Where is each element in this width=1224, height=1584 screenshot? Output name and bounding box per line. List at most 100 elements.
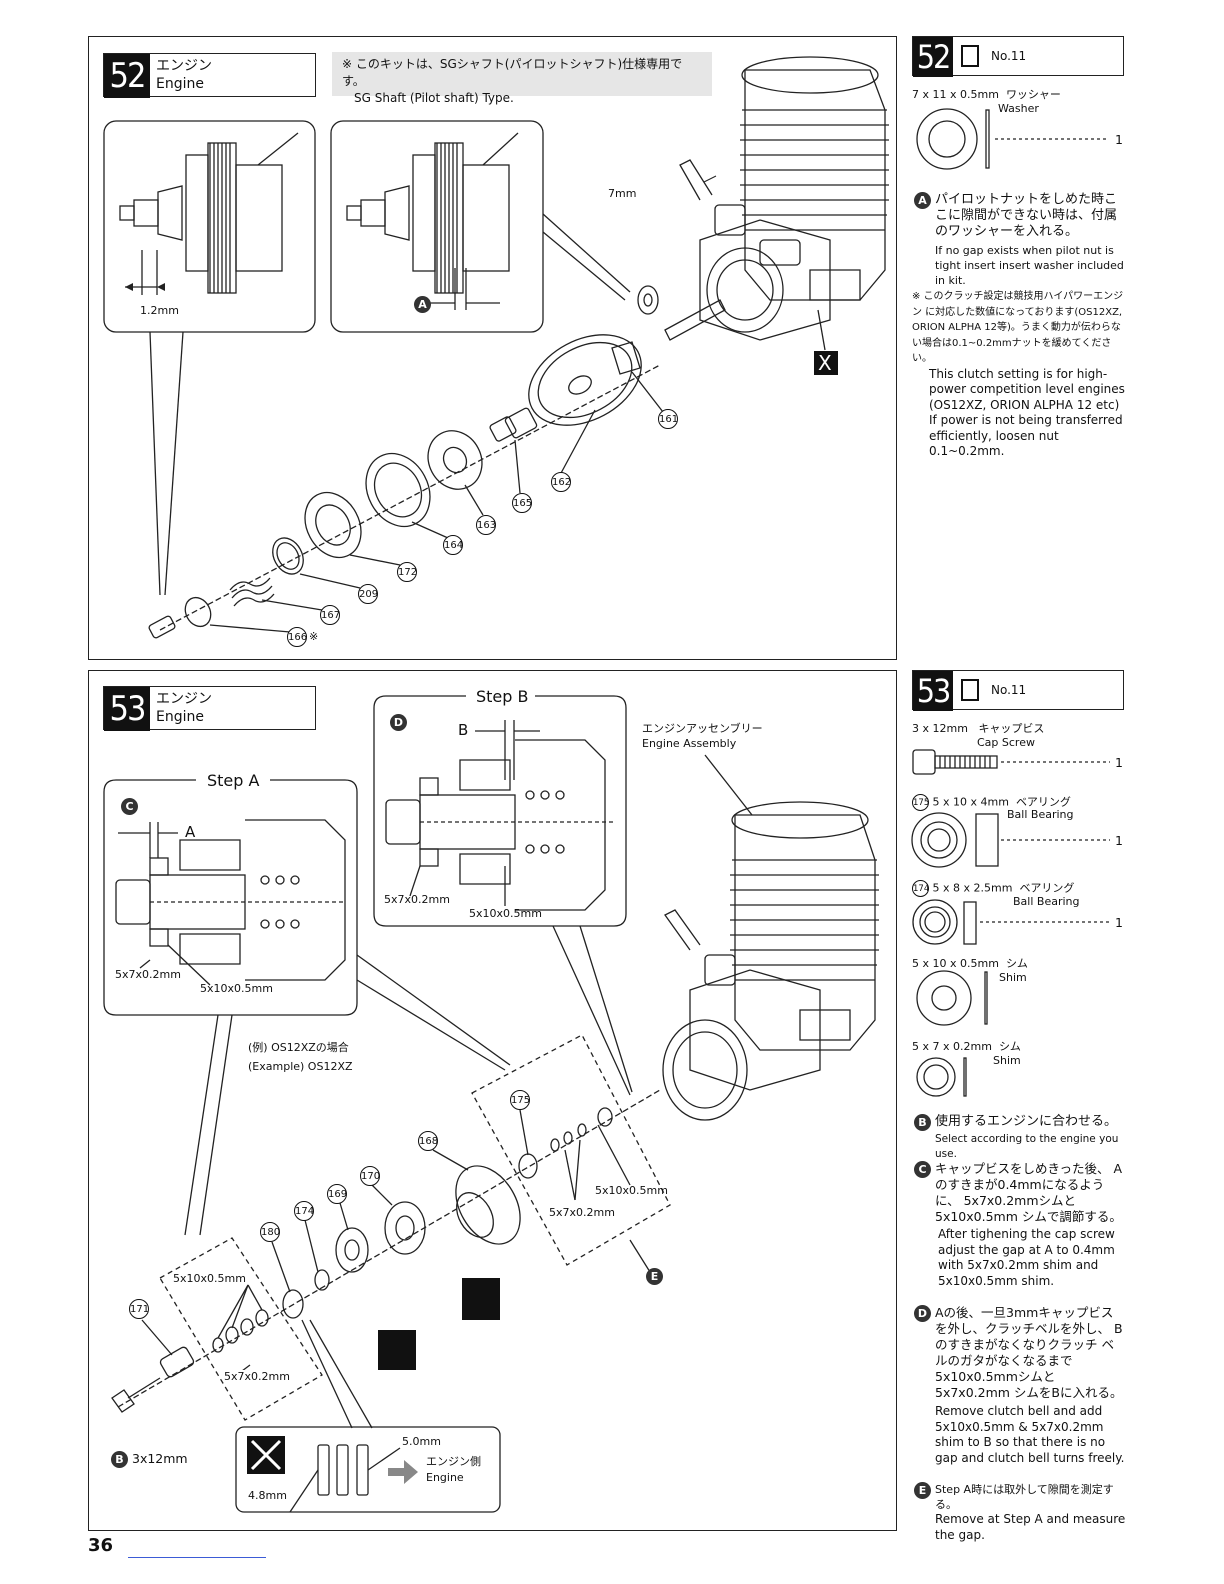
dash-box-shim-5x10-left: 5x10x0.5mm (173, 1272, 246, 1286)
dim-5-0: 5.0mm (402, 1435, 441, 1448)
dash-box-shim-5x7-right: 5x7x0.2mm (549, 1206, 615, 1219)
side53-item-1-jp: ベアリング (1015, 795, 1071, 809)
side53-item-1-size: 175 5 x 10 x 4mm ベアリング (912, 794, 1071, 811)
engine-side-jp: エンジン側 (426, 1455, 481, 1468)
engine-side-en: Engine (426, 1471, 464, 1484)
step-b-title: Step B (472, 688, 533, 706)
side53-note-d-en: Remove clutch bell and add 5x10x0.5mm & … (935, 1404, 1125, 1465)
note-b-icon: B (914, 1114, 931, 1131)
side53-note-e: E Step A時には取外して隙間を測定する。 Remove at Step A… (914, 1482, 1126, 1543)
step52-header: 52 エンジン Engine (103, 53, 316, 98)
note-a-icon: A (914, 192, 931, 209)
dash-box-shim-5x7-left: 5x7x0.2mm (224, 1370, 290, 1384)
side53-number: 53 (913, 671, 953, 711)
side53-note-d: D Aの後、一旦3mmキャップビス を外し、クラッチベルを外し、 Bのすきまがな… (914, 1305, 1126, 1466)
side53-item-0-size: 3 x 12mm キャップビス (912, 722, 1044, 736)
side52-item-jp: ワッシャー (1005, 88, 1061, 101)
side53-part-174: 174 (912, 880, 929, 897)
part-161: 161 (658, 409, 678, 429)
side52-item-size-text: 7 x 11 x 0.5mm (912, 88, 999, 101)
side53-note-b-en: Select according to the engine you use. (935, 1133, 1119, 1160)
part-166-asterisk: ※ (309, 630, 319, 643)
screw-size: 3x12mm (132, 1451, 188, 1466)
side52-note-star-jp: ※ このクラッチ設定は競技用ハイパワーエンジン に対応した数値になっております(… (912, 291, 1124, 364)
step-b-shim-5x10: 5x10x0.5mm (469, 907, 542, 920)
side53-note-d-jp: Aの後、一旦3mmキャップビス を外し、クラッチベルを外し、 Bのすきまがなくな… (935, 1305, 1123, 1400)
side53-item-0-en: Cap Screw (977, 736, 1035, 749)
note-d-icon: D (914, 1305, 931, 1322)
side53-item-0-size-text: 3 x 12mm (912, 722, 968, 735)
step52-panel (88, 36, 897, 660)
page-link-underline[interactable] (128, 1557, 266, 1558)
part-170: 170 (360, 1166, 380, 1186)
bag-icon (961, 679, 979, 701)
side52-bag: No.11 (991, 49, 1027, 63)
part-163: 163 (476, 515, 496, 535)
part-172: 172 (397, 562, 417, 582)
step53-header: 53 エンジン Engine (103, 686, 316, 731)
part-180: 180 (260, 1222, 280, 1242)
step53-title-jp: エンジン (156, 691, 212, 707)
part-174: 174 (294, 1201, 314, 1221)
step52-shaft-note: ※ このキットは、SGシャフト(パイロットシャフト)仕様専用です。 SG Sha… (332, 52, 712, 105)
side53-note-e-jp: Step A時には取外して隙間を測定する。 (935, 1483, 1114, 1511)
side52-note-a: A パイロットナットをしめた時こ こに隙間ができない時は、付属 のワッシャーを入… (914, 192, 1134, 288)
side52-item-size: 7 x 11 x 0.5mm ワッシャー (912, 88, 1061, 102)
step53-gap-a: A (185, 823, 196, 841)
side53-item-3-en: Shim (999, 971, 1027, 984)
marker-e-icon: E (646, 1268, 663, 1285)
side53-bag: No.11 (991, 683, 1027, 697)
side53-item-3-size-text: 5 x 10 x 0.5mm (912, 957, 999, 970)
step52-number: 52 (104, 54, 150, 98)
step53-gap-b: B (458, 721, 469, 739)
side53-note-c-en: After tighening the cap screw adjust the… (938, 1227, 1115, 1288)
side52-note-a-en: If no gap exists when pilot nut is tight… (935, 244, 1124, 287)
example-en: (Example) OS12XZ (248, 1060, 353, 1073)
side53-item-3-size: 5 x 10 x 0.5mm シム (912, 957, 1028, 971)
step53-screw-label: B 3x12mm (111, 1451, 188, 1468)
side53-item-0-jp: キャップビス (978, 722, 1045, 735)
side53-item-4-size-text: 5 x 7 x 0.2mm (912, 1040, 992, 1053)
side53-item-4-en: Shim (993, 1054, 1021, 1067)
step52-engine-x: X (818, 351, 832, 375)
note-c-icon: C (914, 1161, 931, 1178)
part-175: 175 (510, 1090, 530, 1110)
side53-note-b: B 使用するエンジンに合わせる。 Select according to the… (914, 1114, 1134, 1162)
part-168: 168 (418, 1131, 438, 1151)
side53-item-1-size-text: 5 x 10 x 4mm (932, 795, 1009, 809)
part-164: 164 (443, 535, 463, 555)
side53-item-2-jp: ベアリング (1019, 881, 1075, 895)
marker-d-icon: D (390, 714, 407, 731)
marker-c-icon: C (121, 798, 138, 815)
page-number: 36 (88, 1535, 114, 1556)
side53-note-b-jp: 使用するエンジンに合わせる。 (935, 1114, 1118, 1129)
step53-marker-e: E (646, 1268, 667, 1285)
side53-part-175: 175 (912, 794, 929, 811)
side52-header: 52 No.11 (912, 36, 1124, 77)
side52-item-en: Washer (998, 102, 1039, 115)
step53-panel (88, 670, 897, 1531)
part-162: 162 (551, 472, 571, 492)
marker-b-icon: B (111, 1451, 128, 1468)
part-166: 166 (287, 627, 307, 647)
side53-note-c: C キャップビスをしめきった後、 Aのすきまが0.4mmになるように、 5x7x… (914, 1161, 1126, 1289)
side53-item-1-en: Ball Bearing (1007, 808, 1074, 821)
side52-qty: 1 (1115, 132, 1123, 147)
side53-item-1-qty: 1 (1115, 833, 1123, 848)
step52-gap-1-2: 1.2mm (140, 304, 179, 317)
step52-size-7mm: 7mm (608, 187, 637, 200)
step-b-shim-5x7: 5x7x0.2mm (384, 893, 450, 906)
engine-assembly-jp: エンジンアッセンブリー (642, 722, 763, 735)
bag-icon (961, 45, 979, 67)
step52-shaft-note-jp: ※ このキットは、SGシャフト(パイロットシャフト)仕様専用です。 (342, 57, 683, 88)
side52-note-star-en: This clutch setting is for high-power co… (929, 366, 1125, 459)
part-209: 209 (358, 584, 378, 604)
dim-4-8: 4.8mm (248, 1489, 287, 1502)
step52-title-jp: エンジン (156, 58, 212, 74)
step53-title-en: Engine (156, 709, 204, 725)
step53-marker-c: C (121, 798, 142, 815)
side53-item-2-qty: 1 (1115, 915, 1123, 930)
engine-assembly-en: Engine Assembly (642, 737, 737, 750)
side53-item-2-size-text: 5 x 8 x 2.5mm (932, 881, 1013, 895)
side52-note-a-jp: パイロットナットをしめた時こ こに隙間ができない時は、付属 のワッシャーを入れる… (935, 192, 1118, 239)
